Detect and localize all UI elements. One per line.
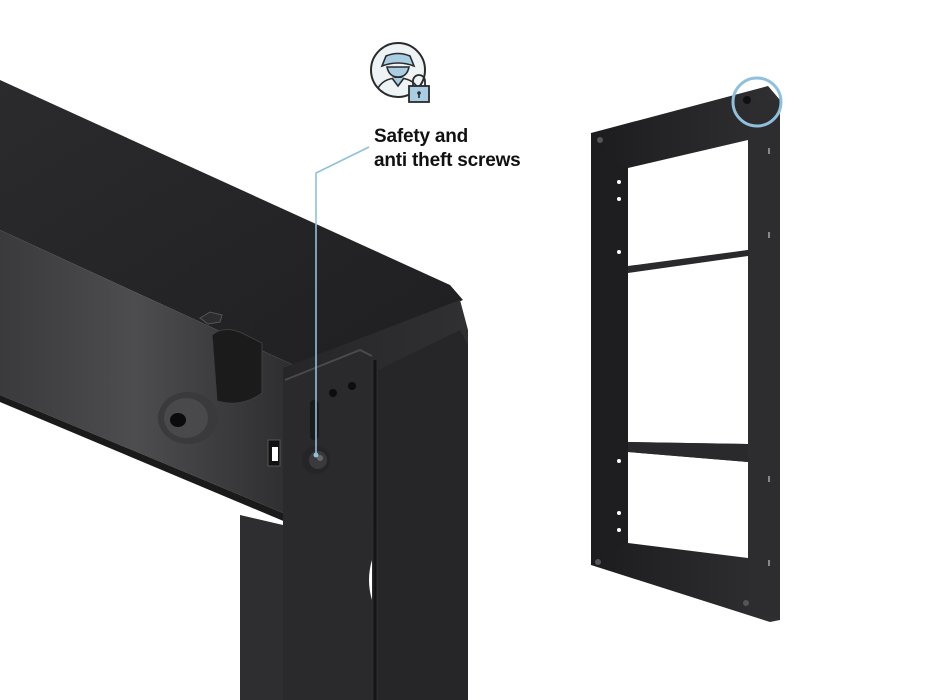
anonymous-person-lock-icon: [370, 42, 430, 103]
callout-line-1: Safety and: [374, 126, 469, 147]
callout-line-2: anti theft screws: [374, 150, 521, 171]
callout-label: Safety and anti theft screws: [374, 125, 521, 173]
highlight-circle: [731, 76, 783, 128]
full-wall-frame: [591, 76, 783, 622]
callout-leader-line: [315, 146, 370, 455]
